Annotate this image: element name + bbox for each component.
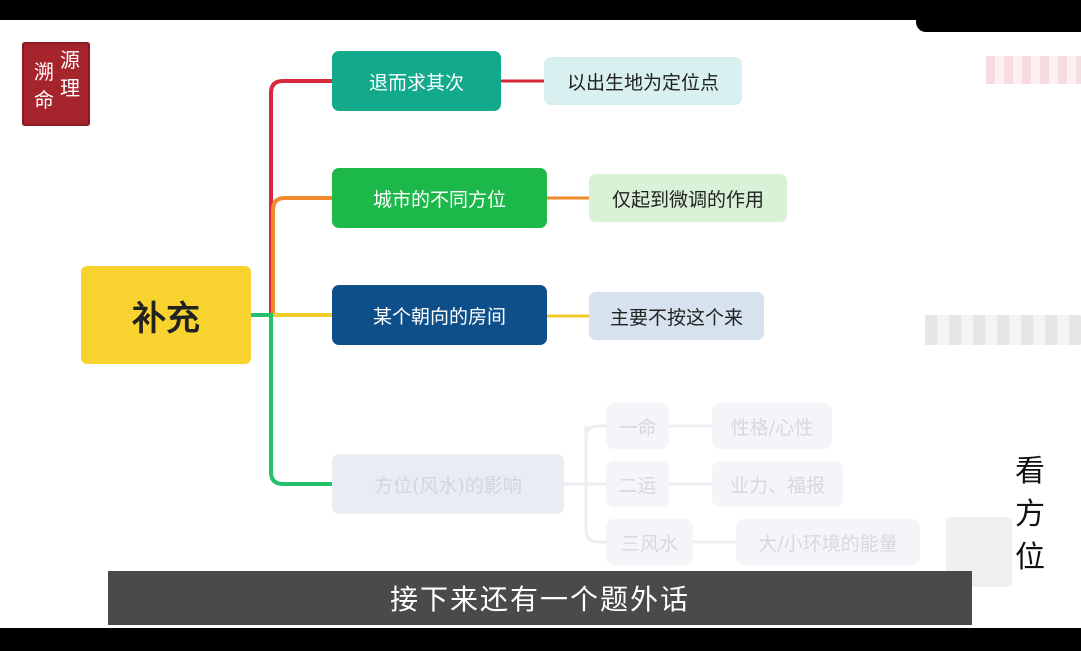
side-title-char: 方 (1015, 497, 1045, 532)
overlay-bar (916, 0, 1081, 32)
logo-char: 源 (60, 48, 80, 72)
letterbox-bottom (0, 628, 1081, 651)
mindmap-root: 补充 (81, 266, 251, 364)
side-title-char: 位 (1015, 540, 1045, 575)
logo-char: 理 (60, 76, 80, 100)
side-title: 看 方 位 (1010, 450, 1050, 579)
leaf-node: 主要不按这个来 (589, 292, 764, 340)
sub-leaf-faded: 业力、福报 (712, 461, 843, 507)
connector-branch-1 (251, 79, 332, 317)
side-title-char: 看 (1015, 454, 1045, 489)
sub-node-faded: 三风水 (606, 519, 693, 565)
branch-node: 某个朝向的房间 (332, 285, 547, 345)
branch-node-faded: 方位(风水)的影响 (332, 454, 564, 514)
connector-faded (564, 424, 736, 544)
leaf-node: 以出生地为定位点 (544, 57, 742, 105)
sub-node-faded: 二运 (606, 461, 669, 507)
connector-branch-2 (255, 196, 332, 317)
blurred-watermark (925, 315, 1081, 345)
logo-char: 命 (34, 88, 54, 112)
video-frame: 源 溯 理 命 补充 退而求其次 城市的不同方位 某个朝向的房间 方位(风水)的… (0, 20, 1081, 628)
branch-node: 退而求其次 (332, 51, 501, 111)
subtitle-caption: 接下来还有一个题外话 (108, 571, 972, 625)
sub-leaf-faded: 大/小环境的能量 (736, 519, 920, 565)
sub-leaf-faded: 性格/心性 (712, 403, 832, 449)
blurred-watermark (986, 56, 1081, 84)
logo-char: 溯 (34, 60, 54, 84)
letterbox-top (0, 0, 1081, 20)
connector-branch-4 (251, 313, 332, 486)
branch-node: 城市的不同方位 (332, 168, 547, 228)
logo-seal: 源 溯 理 命 (22, 42, 90, 126)
leaf-node: 仅起到微调的作用 (589, 174, 787, 222)
sub-node-faded: 一命 (606, 403, 669, 449)
mindmap-connectors (251, 79, 736, 544)
